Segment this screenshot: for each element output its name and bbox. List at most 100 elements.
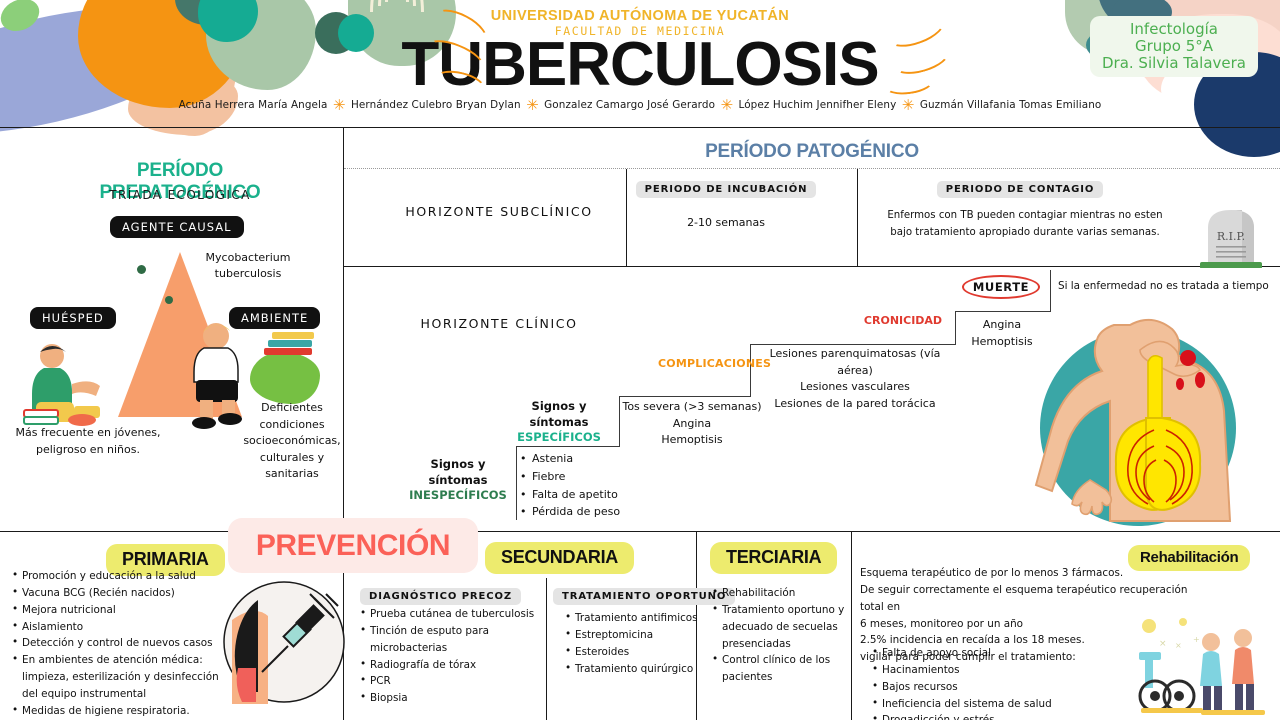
author-name: Gonzalez Camargo José Gerardo	[544, 99, 716, 111]
page-title: TUBERCULOSIS	[401, 30, 879, 99]
decor-blob-teal-2	[338, 14, 374, 52]
step-line-cron-top	[955, 311, 1051, 313]
illustration-rehabilitation: × × +	[1138, 618, 1265, 715]
step-line-comp-top	[750, 344, 956, 346]
badge-diagnostico-precoz: DIAGNÓSTICO PRECOZ	[360, 584, 522, 605]
muerte-note: Si la enfermedad no es tratada a tiempo	[1058, 280, 1269, 292]
authors-list: Acuña Herrera María Angela ✳ Hernández C…	[0, 96, 1280, 114]
badge-terciaria: TERCIARIA	[710, 542, 838, 574]
course-subject: Infectología	[1130, 20, 1218, 38]
agente-causal-text: Mycobacterium tuberculosis	[188, 250, 308, 282]
list-item: Angina	[982, 318, 1022, 331]
illustration-child-person	[192, 323, 242, 429]
star-icon: ✳	[901, 96, 915, 114]
author-name: Guzmán Villafania Tomas Emiliano	[919, 99, 1102, 111]
divider-vertical-main	[343, 127, 345, 532]
divider-vertical-contagio	[857, 169, 859, 266]
list-item-continuation: adecuado de secuelas	[722, 620, 838, 633]
periodo-contagio-value: Enfermos con TB pueden contagiar mientra…	[887, 210, 1163, 238]
list-item: Esteroides	[565, 643, 735, 661]
divider-dotted-top	[344, 168, 1280, 169]
list-item: Angina	[672, 416, 712, 430]
prevencion-label: PREVENCIÓN	[255, 528, 451, 562]
illustration-books	[264, 332, 314, 355]
list-item: Lesiones de la pared torácica	[774, 396, 936, 410]
step-line-esp-top	[619, 396, 751, 398]
muerte-oval-outline	[962, 275, 1040, 299]
course-group: Grupo 5°A	[1134, 36, 1214, 55]
cronicidad-label: CRONICIDAD	[863, 314, 943, 327]
step-line-complicaciones	[750, 344, 752, 397]
section-title-prepatogenico: PERÍODO PREPATOGÉNICO	[99, 160, 261, 203]
list-item: Pérdida de peso	[520, 503, 670, 521]
primaria-list: Promoción y educación a la salud Vacuna …	[12, 567, 242, 720]
list-item: Falta de apetito	[520, 486, 670, 504]
muerte-label: MUERTE	[972, 280, 1030, 294]
complicaciones-label: COMPLICACIONES	[658, 357, 772, 370]
university-name: UNIVERSIDAD AUTÓNOMA DE YUCATÁN	[490, 8, 790, 24]
list-item: Estreptomicina	[565, 626, 735, 644]
badge-prevencion: PREVENCIÓN	[228, 518, 478, 573]
tratamiento-oportuno-list: Tratamiento antifimicos Estreptomicina E…	[565, 609, 735, 677]
diagnostico-precoz-label: DIAGNÓSTICO PRECOZ	[360, 588, 522, 605]
star-icon: ✳	[720, 96, 734, 114]
author-name: Acuña Herrera María Angela	[178, 99, 328, 111]
huesped-label: HUÉSPED	[30, 307, 116, 329]
complicaciones-list: Lesiones parenquimatosas (vía aérea) Les…	[756, 346, 954, 412]
list-item: Promoción y educación a la salud	[12, 567, 242, 585]
signos-especificos-label: Signos y síntomas ESPECÍFICOS	[505, 399, 613, 444]
tratamiento-oportuno-label: TRATAMIENTO OPORTUNO	[553, 588, 736, 605]
list-item: Biopsia	[360, 689, 540, 707]
illustration-reading-person	[23, 344, 100, 426]
list-item: Bajos recursos	[872, 678, 1122, 696]
list-item: Falta de apoyo social	[872, 644, 1122, 662]
decor-arc-rings	[352, 0, 442, 44]
ambiente-text: Deficientes condiciones socioeconómicas,…	[243, 401, 341, 480]
badge-secundaria: SECUNDARIA	[485, 542, 635, 574]
rehabilitacion-list: Falta de apoyo social Hacinamientos Bajo…	[872, 644, 1122, 720]
list-item: Hemoptisis	[971, 335, 1033, 349]
author-name: Hernández Culebro Bryan Dylan	[350, 99, 521, 111]
rehabilitacion-paragraph: Esquema terapéutico de por lo menos 3 fá…	[860, 567, 1188, 664]
periodo-incubacion-label: PERIODO DE INCUBACIÓN	[635, 181, 817, 198]
especificos-list: Tos severa (>3 semanas) Angina Hemoptisi…	[622, 399, 762, 449]
divider-subclinico-clinico	[344, 266, 1280, 268]
decor-cross-3: +	[1193, 635, 1200, 644]
bacterium-nucleus-2	[165, 296, 173, 304]
badge-tratamiento-oportuno: TRATAMIENTO OPORTUNO	[553, 584, 736, 605]
signos-especificos-line2: ESPECÍFICOS	[517, 430, 601, 445]
list-item-continuation: limpieza, esterilización y desinfección	[22, 671, 219, 684]
list-item: Lesiones vasculares	[800, 380, 910, 393]
agente-causal-label: AGENTE CAUSAL	[110, 216, 244, 238]
list-item: Tinción de esputo para	[360, 622, 540, 640]
step-line-especificos	[619, 396, 621, 447]
cronicidad-list: Angina Hemoptisis	[958, 316, 1046, 350]
illustration-coughing-person	[1034, 318, 1232, 522]
badge-ambiente: AMBIENTE	[229, 307, 321, 329]
list-item: Tos severa (>3 semanas)	[622, 400, 762, 413]
signos-inespecificos-label: Signos y síntomas INESPECÍFICOS	[400, 457, 516, 502]
section-subtitle-triada: TRÍADA ECOLÓGICA	[109, 188, 251, 202]
step-line-muerte	[1050, 270, 1052, 312]
list-item: Vacuna BCG (Recién nacidos)	[12, 584, 242, 602]
periodo-contagio-label: PERIODO DE CONTAGIO	[936, 181, 1104, 198]
signos-inespecificos-line1: Signos y síntomas	[428, 457, 488, 487]
course-info: Infectología Grupo 5°A Dra. Silvia Talav…	[1089, 16, 1258, 78]
decor-cross-2: ×	[1175, 641, 1182, 650]
horizonte-clinico-label: HORIZONTE CLÍNICO	[420, 316, 578, 331]
list-item: Radiografía de tórax	[360, 656, 540, 674]
author-name: López Huchim Jennifher Eleny	[738, 99, 897, 111]
list-item: Tratamiento oportuno y	[712, 601, 862, 619]
divider-prevencion	[0, 531, 1280, 533]
secundaria-label: SECUNDARIA	[485, 542, 635, 574]
list-item-continuation: microbacterias	[370, 641, 448, 654]
gravestone-icon: R.I.P.	[1200, 210, 1262, 268]
badge-periodo-incubacion: PERIODO DE INCUBACIÓN	[628, 177, 824, 198]
star-icon: ✳	[332, 96, 346, 114]
list-item: En ambientes de atención médica:	[12, 651, 242, 669]
terciaria-label: TERCIARIA	[710, 542, 838, 574]
list-item: Drogadicción y estrés	[872, 711, 1122, 720]
periodo-incubacion-value: 2-10 semanas	[687, 216, 765, 229]
terciaria-list: Rehabilitación Tratamiento oportuno y ad…	[712, 584, 862, 686]
